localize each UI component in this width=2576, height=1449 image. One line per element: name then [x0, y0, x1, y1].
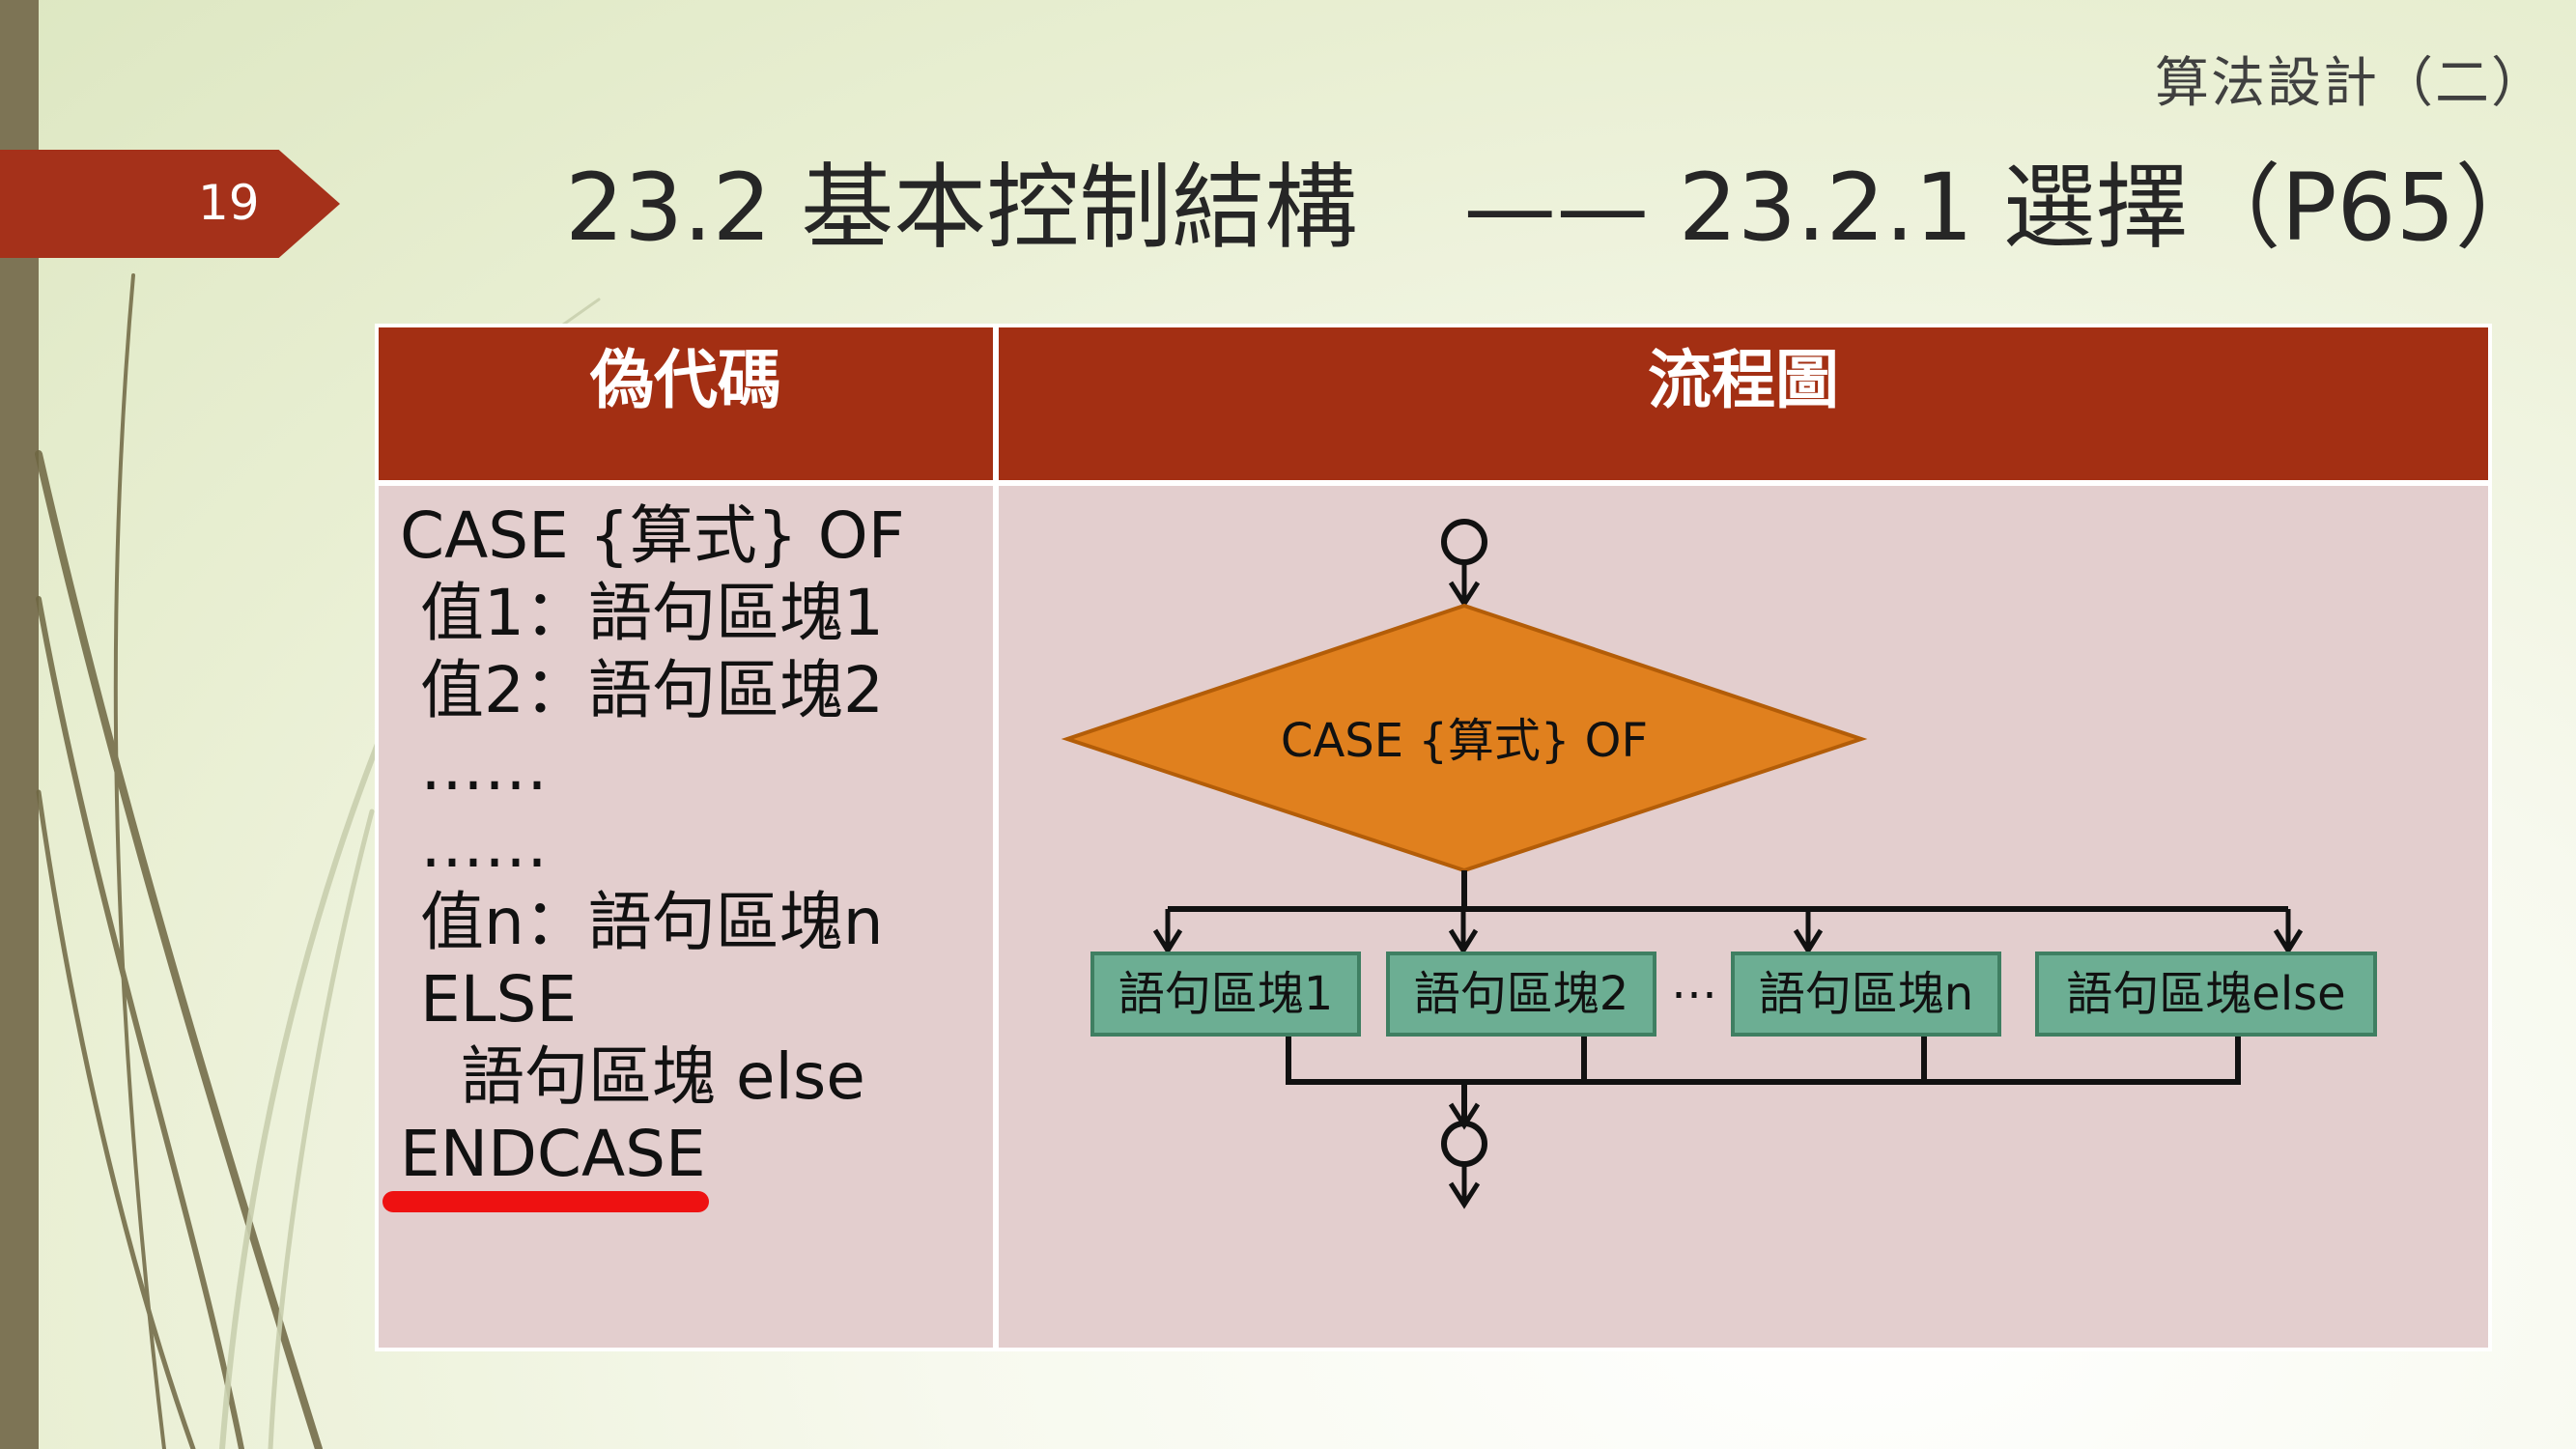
- statement-block-else: [2035, 952, 2377, 1037]
- row-divider: [379, 480, 2488, 486]
- code-line: CASE {算式} OF: [400, 498, 905, 573]
- decision-label: CASE {算式} OF: [1281, 714, 1648, 768]
- title-subsection: —— 23.2.1 選擇（P65）: [1463, 154, 2548, 262]
- merge-lines: [1286, 1037, 2241, 1123]
- statement-block-n: [1731, 952, 2001, 1037]
- endcase-underline: [382, 1191, 709, 1212]
- code-line: 值n：語句區塊n: [400, 885, 884, 959]
- slide-number: 19: [198, 175, 260, 231]
- code-line: 值2：語句區塊2: [400, 653, 884, 727]
- title-main: 23.2 基本控制結構: [565, 154, 1358, 262]
- code-line: ……: [400, 808, 548, 882]
- column-divider: [993, 327, 999, 1348]
- slide-number-badge: [0, 150, 340, 258]
- statement-block-1: [1090, 952, 1361, 1037]
- flowchart-cell: CASE {算式} OF 語句區塊1 語句區塊2 … 語句區塊n: [999, 486, 2488, 1348]
- slide-title: 23.2 基本控制結構 —— 23.2.1 選擇（P65）: [565, 145, 2548, 270]
- branch-arrows: [1152, 909, 2304, 955]
- statement-block-else-label: 語句區塊else: [2066, 967, 2345, 1021]
- pseudocode-column-header: 偽代碼: [379, 327, 993, 480]
- code-line: 語句區塊 else: [400, 1039, 865, 1114]
- code-line: ……: [400, 730, 548, 805]
- flowchart-column-header: 流程圖: [999, 327, 2488, 480]
- branch-ellipsis: …: [1671, 955, 1717, 1009]
- statement-block-2-label: 語句區塊2: [1414, 967, 1629, 1021]
- code-line: ELSE: [400, 962, 578, 1037]
- start-terminal: [1441, 519, 1487, 565]
- pseudocode-block: CASE {算式} OF 值1：語句區塊1 值2：語句區塊2 …… …… 值n：…: [400, 497, 905, 1193]
- statement-block-1-label: 語句區塊1: [1118, 967, 1334, 1021]
- arrowhead: [1448, 1181, 1481, 1209]
- code-line: 值1：語句區塊1: [400, 576, 884, 650]
- statement-block-n-label: 語句區塊n: [1759, 967, 1973, 1021]
- pseudocode-cell: CASE {算式} OF 值1：語句區塊1 值2：語句區塊2 …… …… 值n：…: [379, 486, 993, 1348]
- case-flowchart: CASE {算式} OF 語句區塊1 語句區塊2 … 語句區塊n: [1061, 519, 2377, 1209]
- header-label: 算法設計（二）: [2155, 52, 2547, 115]
- content-table: 偽代碼 流程圖 CASE {算式} OF 值1：語句區塊1 值2：語句區塊2 ……: [375, 324, 2492, 1351]
- statement-block-2: [1386, 952, 1656, 1037]
- code-line: ENDCASE: [400, 1117, 706, 1191]
